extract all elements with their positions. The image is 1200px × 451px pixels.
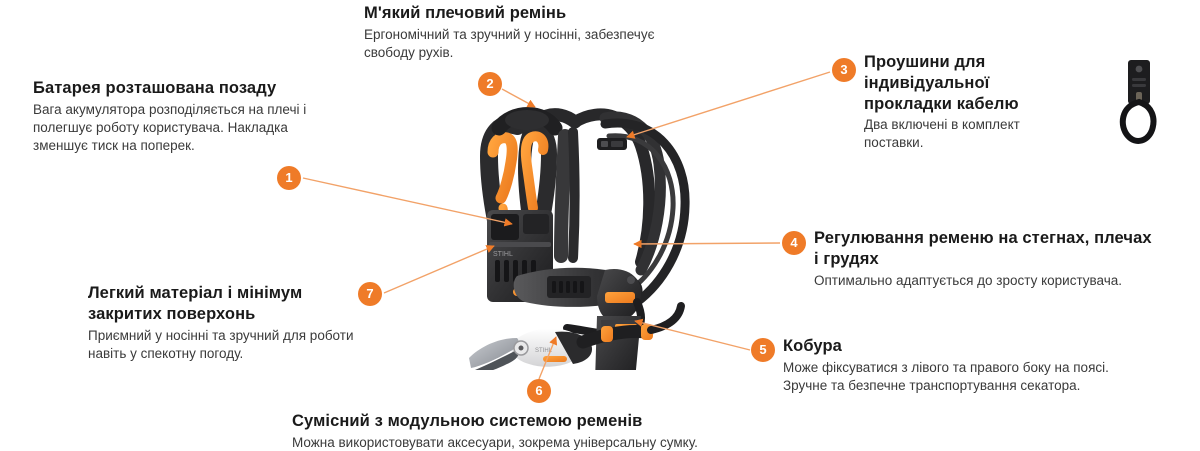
callout-1-body: Вага акумулятора розподіляється на плечі…: [33, 101, 307, 153]
callout-badge-6[interactable]: 6: [527, 379, 551, 403]
callout-1-battery-position: Батарея розташована позаду Вага акумулят…: [33, 78, 333, 155]
callout-6-modular-belt-system: Сумісний з модульною системою ременів Мо…: [292, 411, 762, 451]
accessory-image-cable-eyelet: [1119, 60, 1157, 144]
callout-5-body: Може фіксуватися з лівого та правого бок…: [783, 359, 1109, 393]
callout-5-holster: Кобура Може фіксуватися з лівого та прав…: [783, 336, 1153, 395]
callout-badge-1[interactable]: 1: [277, 166, 301, 190]
callout-4-title: Регулювання ременю на стегнах, плечах і …: [814, 229, 1152, 268]
callout-7-title: Легкий матеріал і мінімум закритих повер…: [88, 284, 303, 323]
callout-1-title: Батарея розташована позаду: [33, 79, 277, 97]
callout-2-title: М'який плечовий ремінь: [364, 4, 567, 22]
callout-7-lightweight-material: Легкий матеріал і мінімум закритих повер…: [88, 283, 373, 362]
product-image-harness: STIHL STIHL: [469, 107, 690, 370]
callout-3-body: Два включені в комплект поставки.: [864, 117, 1020, 151]
callout-badge-3[interactable]: 3: [832, 58, 856, 82]
callout-5-title: Кобура: [783, 337, 842, 355]
callout-badge-4[interactable]: 4: [782, 231, 806, 255]
callout-4-body: Оптимально адаптується до зросту користу…: [814, 272, 1123, 288]
callout-badge-7[interactable]: 7: [358, 282, 382, 306]
svg-text:STIHL: STIHL: [493, 251, 513, 258]
callout-badge-2[interactable]: 2: [478, 72, 502, 96]
svg-text:STIHL: STIHL: [535, 348, 553, 354]
callout-6-title: Сумісний з модульною системою ременів: [292, 412, 643, 430]
callout-6-body: Можна використовувати аксесуари, зокрема…: [292, 434, 698, 450]
callout-7-body: Приємний у носінні та зручний для роботи…: [88, 327, 354, 361]
callout-2-shoulder-strap: М'який плечовий ремінь Ергономічний та з…: [364, 3, 674, 62]
callout-badge-5[interactable]: 5: [751, 338, 775, 362]
callout-2-body: Ергономічний та зручний у носінні, забез…: [364, 26, 655, 60]
callout-3-title: Проушини для індивідуальної прокладки ка…: [864, 53, 1019, 113]
callout-3-cable-eyelets: Проушини для індивідуальної прокладки ка…: [864, 52, 1064, 152]
callout-4-strap-adjustment: Регулювання ременю на стегнах, плечах і …: [814, 228, 1154, 290]
